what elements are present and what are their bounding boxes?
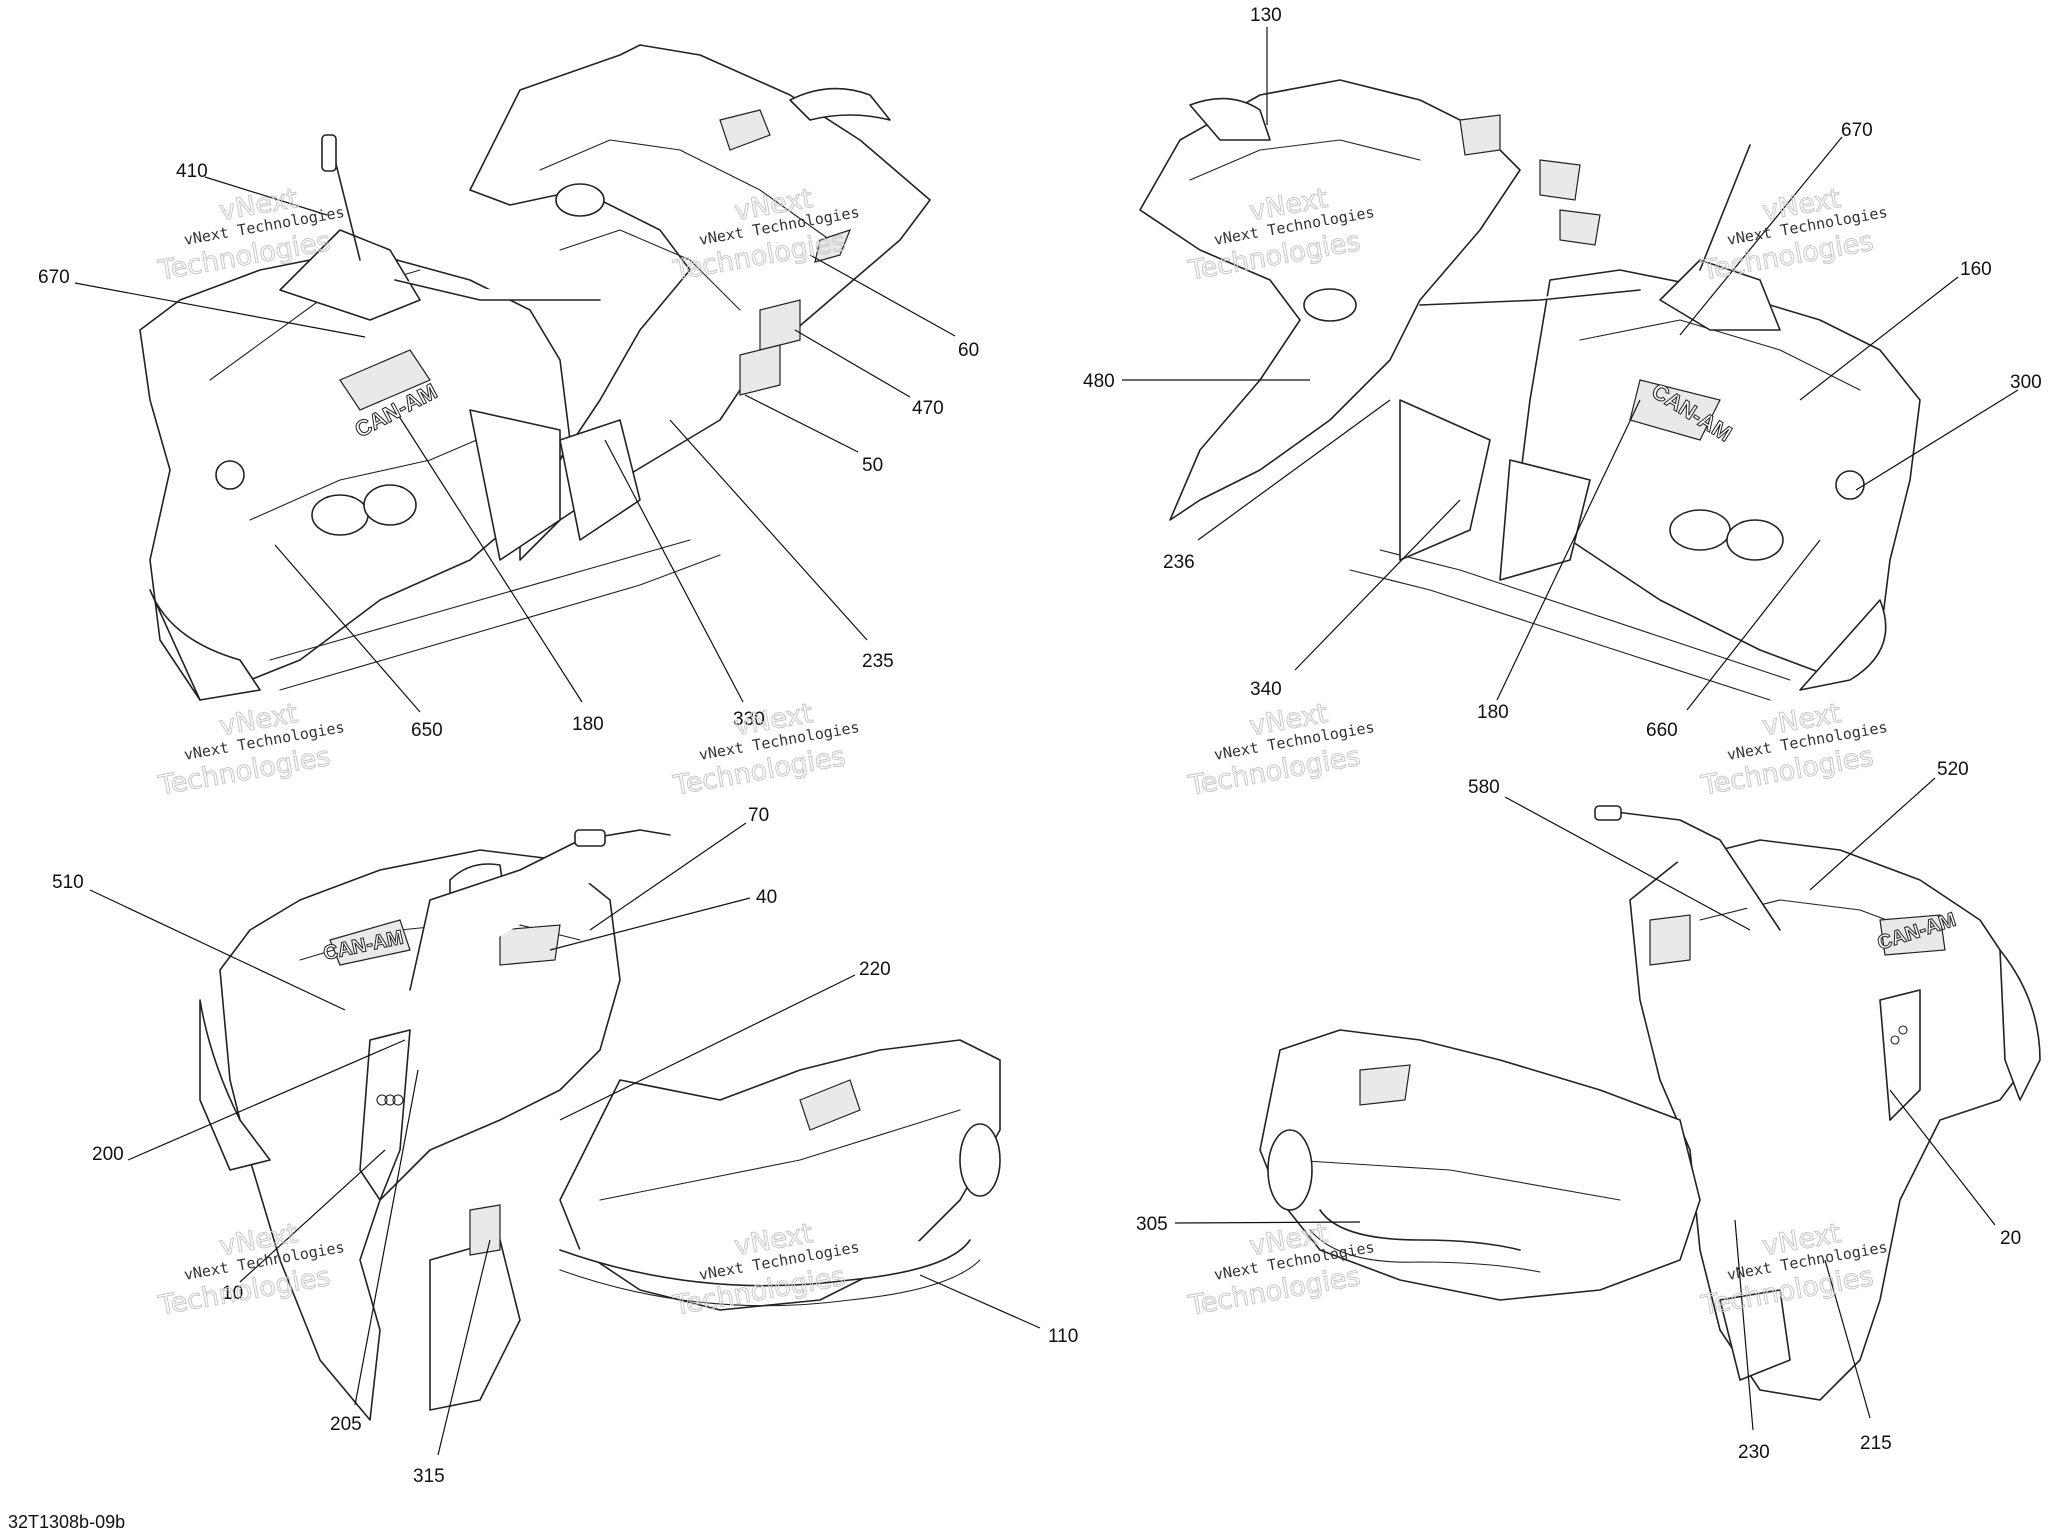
callout-20: 20 [2000, 1228, 2021, 1249]
callouts-view-3: 70 40 510 220 200 10 205 315 110 [52, 805, 1078, 1487]
callout-650: 650 [411, 720, 443, 741]
leader-line [794, 329, 911, 398]
leader-line [204, 176, 328, 216]
leader-line [1294, 499, 1461, 671]
callout-510: 510 [52, 872, 84, 893]
callouts-view-4: 580 520 305 20 230 215 [1136, 759, 2021, 1463]
callout-160: 160 [1960, 259, 1992, 280]
leader-line [549, 897, 751, 951]
callout-230: 230 [1738, 1442, 1770, 1463]
view-rear-right [1259, 805, 2041, 1401]
callout-60: 60 [958, 340, 979, 361]
callout-660: 660 [1646, 720, 1678, 741]
leader-line [1799, 276, 1959, 401]
leader-line [127, 1039, 406, 1161]
callout-180: 180 [1477, 702, 1509, 723]
callout-200: 200 [92, 1144, 124, 1165]
callout-236: 236 [1163, 552, 1195, 573]
leader-line [919, 1274, 1041, 1329]
leader-line [1809, 777, 1936, 891]
callout-235: 235 [862, 651, 894, 672]
callout-470: 470 [912, 398, 944, 419]
callout-410: 410 [176, 161, 208, 182]
callout-340: 340 [1250, 679, 1282, 700]
callout-305: 305 [1136, 1214, 1168, 1235]
view-front-right-top [1139, 79, 1921, 701]
callout-205: 205 [330, 1414, 362, 1435]
callouts-view-2: 130 670 160 300 480 236 340 180 660 [1083, 5, 2042, 741]
callouts-view-1: 410 670 60 470 50 235 330 180 650 [38, 161, 979, 741]
leader-line [437, 1239, 491, 1456]
callout-180: 180 [572, 714, 604, 735]
leader-line [1686, 539, 1821, 711]
leader-line [1855, 389, 2019, 491]
watermark: vNext vNext Technologies Technologies [1185, 697, 1376, 802]
watermark: vNext vNext Technologies Technologies [155, 697, 346, 802]
leader-line [744, 394, 859, 453]
callout-315: 315 [413, 1466, 445, 1487]
callout-520: 520 [1937, 759, 1969, 780]
leader-line [809, 254, 956, 337]
watermark: vNext vNext Technologies Technologies [670, 697, 861, 802]
leader-line [1197, 399, 1391, 541]
leader-line [1679, 136, 1843, 336]
callout-580: 580 [1468, 777, 1500, 798]
callout-220: 220 [859, 959, 891, 980]
callout-130: 130 [1250, 5, 1282, 26]
watermark: vNext vNext Technologies Technologies [1185, 1217, 1376, 1322]
leader-line [1889, 1089, 1996, 1226]
leader-line [589, 822, 747, 931]
leader-line [669, 419, 868, 641]
callout-330: 330 [733, 709, 765, 730]
leader-line [1824, 1259, 1871, 1419]
callout-300: 300 [2010, 372, 2042, 393]
leader-line [1734, 1219, 1754, 1431]
view-rear-left [199, 829, 1001, 1421]
callout-10: 10 [222, 1283, 243, 1304]
reference-code: 32T1308b-09b [8, 1512, 126, 1532]
leader-line [354, 1069, 419, 1406]
leader-line [274, 544, 421, 713]
leader-line [604, 439, 744, 703]
callout-110: 110 [1048, 1326, 1078, 1347]
leader-line [89, 889, 346, 1011]
watermark: vNext vNext Technologies Technologies [1698, 182, 1889, 287]
leader-line [559, 974, 856, 1121]
callout-215: 215 [1860, 1433, 1892, 1454]
callout-50: 50 [862, 455, 883, 476]
view-front-left-top [139, 44, 931, 701]
leader-line [394, 409, 583, 703]
front-hood [219, 849, 621, 1421]
leader-line [1496, 399, 1641, 701]
callout-670: 670 [38, 267, 70, 288]
callout-70: 70 [748, 805, 769, 826]
leader-line [1504, 796, 1751, 931]
callout-670: 670 [1841, 120, 1873, 141]
leader-line [239, 1149, 386, 1283]
leader-line [1174, 1221, 1361, 1224]
watermark: vNext vNext Technologies Technologies [1698, 697, 1889, 802]
leader-line [74, 282, 366, 338]
callout-480: 480 [1083, 371, 1115, 392]
callout-40: 40 [756, 887, 777, 908]
